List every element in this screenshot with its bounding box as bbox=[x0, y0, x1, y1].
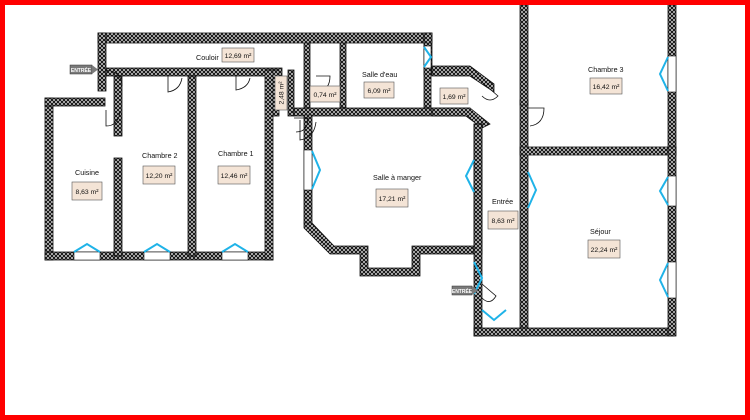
room-entree-area: 8,63 m² bbox=[491, 218, 515, 225]
wall-corridor-left bbox=[97, 32, 107, 92]
room-chambre-3-name: Chambre 3 bbox=[588, 65, 624, 74]
wall-entree-right bbox=[519, 99, 529, 337]
room-salle-d-eau-area-box bbox=[363, 81, 395, 99]
room-entree-area-box bbox=[487, 210, 519, 230]
wall-cuisine-chambre2 bbox=[113, 75, 123, 137]
room-salle-a-manger-name: Salle à manger bbox=[373, 173, 422, 182]
windows bbox=[73, 45, 677, 299]
window-sejour-b bbox=[667, 261, 677, 299]
room-cuisine-area-box bbox=[71, 181, 103, 201]
room-wc-area: 2,48 m² bbox=[279, 81, 286, 105]
room-sejour-name: Séjour bbox=[590, 227, 611, 236]
room-sejour-area-box bbox=[587, 239, 621, 259]
entry-left-badge[interactable]: ENTRÉE bbox=[69, 64, 98, 75]
room-placard-area-box bbox=[309, 85, 341, 103]
wall-degagement bbox=[431, 65, 495, 93]
window-ch3-a bbox=[667, 55, 677, 93]
room-chambre-3-area-box bbox=[589, 77, 623, 95]
window-chambre2 bbox=[143, 251, 171, 261]
room-chambre-1-name: Chambre 1 bbox=[218, 149, 254, 158]
room-couloir-area-box bbox=[221, 47, 255, 63]
room-cuisine-name: Cuisine bbox=[75, 168, 99, 177]
room-sejour-area: 22,24 m² bbox=[591, 247, 619, 254]
room-chambre-3-area: 16,42 m² bbox=[593, 84, 621, 91]
room-chambre-2-area: 12,20 m² bbox=[146, 173, 174, 180]
window-sashes bbox=[73, 46, 669, 322]
room-chambre-1-area-box bbox=[217, 165, 251, 185]
wall-placard-right bbox=[339, 42, 347, 109]
window-cuisine bbox=[73, 251, 101, 261]
room-salle-d-eau-area: 6,09 m² bbox=[367, 88, 391, 95]
wall-ch3-left bbox=[519, 5, 529, 106]
wall-left-right bbox=[264, 69, 274, 261]
wall-entree-bottom bbox=[473, 327, 675, 337]
wall-corridor-bottom-a bbox=[105, 67, 283, 77]
room-couloir-name: Couloir bbox=[196, 53, 219, 62]
room-chambre-1-area: 12,46 m² bbox=[221, 173, 249, 180]
wall-corridor-top bbox=[97, 32, 433, 44]
window-sam bbox=[303, 149, 313, 191]
wall-entree-left bbox=[473, 123, 483, 337]
entry-right-badge[interactable]: ENTRÉE bbox=[451, 285, 478, 296]
room-salle-a-manger-area-box bbox=[375, 188, 409, 208]
room-salle-a-manger-area: 17,21 m² bbox=[379, 196, 407, 203]
floor-plan: ENTRÉE ENTRÉE Couloir 12,69 m² 2,48 m² 0… bbox=[44, 5, 677, 337]
room-entree-name: Entrée bbox=[492, 197, 513, 206]
room-chambre-2-area-box bbox=[142, 165, 176, 185]
room-couloir-area: 12,69 m² bbox=[225, 53, 253, 60]
floor-plan-frame: ENTRÉE ENTRÉE Couloir 12,69 m² 2,48 m² 0… bbox=[5, 5, 745, 415]
wall-cuisine-chambre2-b bbox=[113, 157, 123, 257]
room-degagement-area-box bbox=[439, 87, 469, 105]
wall-sejour-right bbox=[667, 146, 677, 337]
wall-wc-right bbox=[287, 69, 295, 117]
entry-left-label: ENTRÉE bbox=[71, 66, 92, 74]
room-wc-area-box bbox=[274, 75, 288, 111]
wall-left-outer bbox=[44, 97, 54, 261]
room-placard-area: 0,74 m² bbox=[313, 92, 337, 99]
wall-chambre2-chambre1 bbox=[187, 75, 197, 257]
room-degagement-area: 1,69 m² bbox=[442, 94, 466, 101]
wall-ch3-bottom bbox=[519, 146, 677, 156]
room-chambre-2-name: Chambre 2 bbox=[142, 151, 178, 160]
wall-left-top bbox=[44, 97, 106, 107]
window-sejour-a bbox=[667, 175, 677, 207]
wall-placard-left bbox=[303, 42, 311, 116]
walls bbox=[44, 5, 677, 337]
window-chambre1 bbox=[221, 251, 249, 261]
room-salle-d-eau-name: Salle d'eau bbox=[362, 70, 397, 79]
entry-right-label: ENTRÉE bbox=[452, 287, 473, 295]
room-cuisine-area: 8,63 m² bbox=[75, 189, 99, 196]
wall-sam-bottom bbox=[303, 222, 475, 277]
